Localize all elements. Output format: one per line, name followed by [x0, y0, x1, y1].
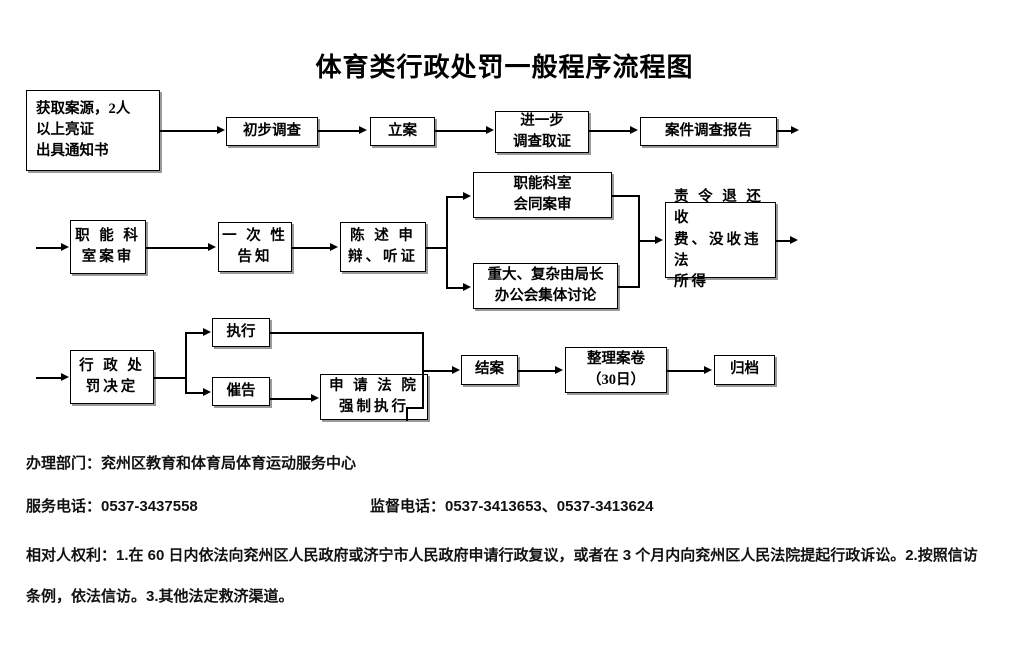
connector-r3-merge-out [422, 370, 453, 372]
connector-r3-split-in [154, 377, 186, 379]
service-phone-text: 服务电话：0537-3437558 [26, 498, 198, 515]
connector-r3-split-up [185, 332, 204, 334]
rights-paragraph-text: 相对人权利：1.在 60 日内依法向兖州区人民政府或济宁市人民政府申请行政复议，… [26, 547, 978, 605]
connector-r2-split-vert [446, 196, 448, 288]
flow-box-statement-defense-hearing: 陈 述 申 辩、听证 [340, 222, 426, 272]
flow-box-joint-department-review: 职能科室 会同案审 [473, 172, 612, 218]
supervision-phone-text: 监督电话：0537-3413653、0537-3413624 [370, 498, 654, 515]
arrow-r3-down [203, 388, 211, 396]
flow-box-one-time-notice: 一 次 性 告知 [218, 222, 292, 272]
arrow-r3-in [61, 373, 69, 381]
arrow-r3-merge [452, 366, 460, 374]
arrow-r3-b [704, 366, 712, 374]
arrow-r3-up [203, 328, 211, 336]
page-title: 体育类行政处罚一般程序流程图 [315, 53, 694, 82]
connector-r2-split-in [426, 247, 448, 249]
flow-box-case-closure: 结案 [461, 355, 518, 385]
connector-r3-merge-bot2 [407, 407, 424, 409]
flow-box-director-meeting-discussion: 重大、复杂由局长 办公会集体讨论 [473, 263, 618, 309]
connector-r2-out [776, 240, 792, 242]
connector-r1-b [318, 130, 360, 132]
arrow-r1-c [486, 126, 494, 134]
arrow-r2-up [463, 192, 471, 200]
connector-r1-a [160, 130, 218, 132]
flow-box-case-filing: 立案 [370, 117, 435, 146]
flow-box-order-refund-confiscate: 责 令 退 还 收 费、没收违法 所得 [665, 189, 776, 290]
arrow-r2-merge [655, 236, 663, 244]
arrow-r2-out [790, 236, 798, 244]
arrow-r2-b [330, 243, 338, 251]
flow-box-file-organization: 整理案卷 （30日） [565, 347, 667, 393]
arrow-r1-e [791, 126, 799, 134]
connector-r1-d [589, 130, 631, 132]
flow-box-get-case-source: 获取案源，2人 以上亮证 出具通知书 [26, 90, 160, 171]
connector-r2-b [292, 247, 331, 249]
arrow-r2-down [463, 283, 471, 291]
connector-r3-a [518, 370, 556, 372]
connector-r1-e [777, 130, 793, 132]
connector-r3-urge-to-court [270, 398, 312, 400]
arrow-r3-court [311, 394, 319, 402]
connector-r3-split-vert [185, 332, 187, 393]
connector-r2-split-up [446, 196, 464, 198]
connector-r3-in [36, 377, 62, 379]
flow-box-archive: 归档 [714, 355, 775, 385]
flow-box-court-enforcement: 申 请 法 院 强制执行 [320, 374, 428, 420]
arrow-r2-in [61, 243, 69, 251]
flow-box-execution: 执行 [212, 318, 270, 347]
connector-r2-in [36, 247, 62, 249]
flow-box-department-review: 职 能 科 室案审 [70, 220, 146, 274]
arrow-r1-a [217, 126, 225, 134]
arrow-r2-a [208, 243, 216, 251]
arrow-r1-d [630, 126, 638, 134]
handling-department-text: 办理部门：兖州区教育和体育局体育运动服务中心 [26, 455, 357, 472]
connector-r3-merge-top [270, 332, 423, 334]
flow-box-urge-notice: 催告 [212, 377, 270, 406]
flow-box-penalty-decision: 行 政 处 罚决定 [70, 350, 154, 404]
flow-box-further-investigation: 进一步 调查取证 [495, 111, 589, 153]
connector-r1-c [435, 130, 487, 132]
connector-r2-split-down [446, 287, 464, 289]
connector-r2-merge-top [612, 195, 640, 197]
connector-r3-court-vert [406, 407, 408, 421]
flow-box-preliminary-investigation: 初步调查 [226, 117, 318, 146]
connector-r3-split-down [185, 392, 204, 394]
connector-r2-merge-out [638, 240, 656, 242]
flow-box-investigation-report: 案件调查报告 [640, 117, 777, 146]
arrow-r1-b [359, 126, 367, 134]
arrow-r3-a [555, 366, 563, 374]
connector-r3-b [667, 370, 705, 372]
connector-r2-a [146, 247, 209, 249]
connector-r2-merge-bot [618, 286, 640, 288]
